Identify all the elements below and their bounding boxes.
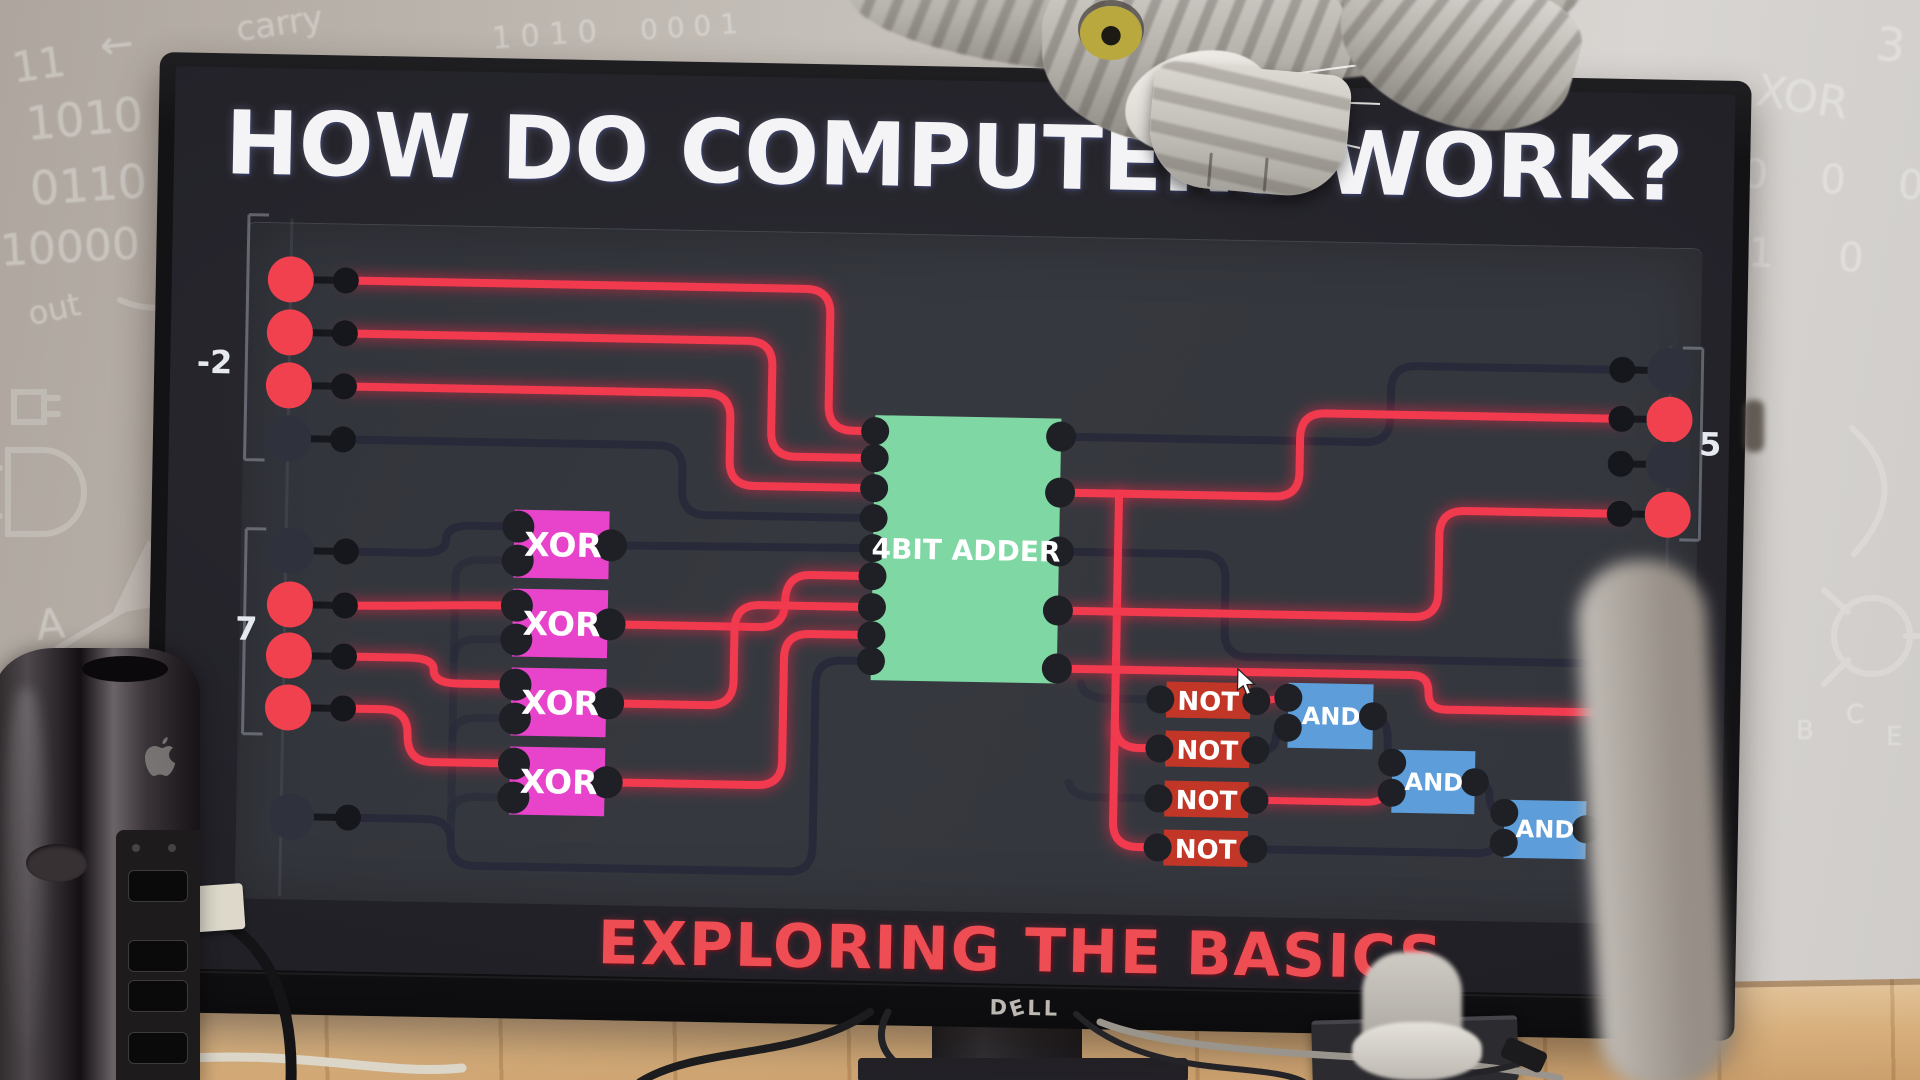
output-value: 5 xyxy=(1699,425,1722,463)
not-label: NOT xyxy=(1176,736,1238,767)
circuit-canvas[interactable]: -2 7 xyxy=(159,66,1735,996)
and-label: AND xyxy=(1301,702,1360,731)
and-gate-2[interactable] xyxy=(1391,749,1476,815)
mac-pro xyxy=(0,648,200,1080)
and-label: AND xyxy=(1515,815,1574,844)
output-node-off xyxy=(1647,347,1694,394)
input-node-on[interactable] xyxy=(267,256,314,303)
mode-input-node[interactable] xyxy=(268,793,315,840)
wall-smudge xyxy=(1744,400,1764,452)
wires-off xyxy=(338,362,1627,876)
mac-pro-vent xyxy=(82,656,168,682)
cat-front-paw xyxy=(1352,1022,1482,1080)
xor-label: XOR xyxy=(521,683,599,723)
adder-gate[interactable]: 4BIT ADDER xyxy=(856,415,1077,684)
input-node-on[interactable] xyxy=(266,309,313,356)
lock-slot xyxy=(26,844,88,882)
input-node-off[interactable] xyxy=(267,527,314,574)
wall-doodle: E xyxy=(1886,722,1903,752)
apple-logo-icon xyxy=(145,737,175,776)
monitor-stand-base xyxy=(858,1058,1188,1080)
output-node-on xyxy=(1646,396,1693,443)
cat-hind-leg-blurred xyxy=(1574,556,1732,1080)
not-gate-2[interactable] xyxy=(1165,730,1250,769)
input-node-on[interactable] xyxy=(265,684,312,731)
wires-on xyxy=(339,276,1626,852)
and-gates[interactable]: AND AND AND xyxy=(1271,682,1602,860)
xor-gate-2[interactable] xyxy=(511,588,609,659)
input-node-off[interactable] xyxy=(264,415,312,462)
xor-gate-4[interactable] xyxy=(509,746,606,817)
and-gate-3[interactable] xyxy=(1503,799,1587,860)
not-label: NOT xyxy=(1174,835,1236,866)
xor-label: XOR xyxy=(524,525,602,565)
not-label: NOT xyxy=(1175,786,1237,817)
monitor: HOW DO COMPUTERS WORK? xyxy=(142,52,1752,1042)
wall-doodle: B xyxy=(1796,716,1814,746)
not-gate-4[interactable] xyxy=(1163,829,1248,868)
mouse-cursor xyxy=(1236,667,1256,696)
input-a-value: -2 xyxy=(196,343,232,382)
adder-label: 4BIT ADDER xyxy=(871,532,1061,568)
output-group-sum xyxy=(1644,347,1694,538)
screen: HOW DO COMPUTERS WORK? xyxy=(159,66,1736,997)
output-node-off xyxy=(1645,441,1692,488)
input-node-on[interactable] xyxy=(265,632,313,679)
bit-group-brackets xyxy=(241,213,1705,736)
not-gates[interactable]: NOT NOT NOT NOT xyxy=(1143,681,1271,868)
and-label: AND xyxy=(1404,768,1463,797)
xor-gate-3[interactable] xyxy=(510,667,607,738)
input-group-b[interactable] xyxy=(265,527,315,731)
not-gate-3[interactable] xyxy=(1164,780,1249,819)
mac-pro-io-panel xyxy=(116,830,200,1080)
input-node-on[interactable] xyxy=(265,362,312,409)
and-gate-1[interactable] xyxy=(1287,682,1374,750)
input-group-a[interactable] xyxy=(264,256,315,462)
xor-label: XOR xyxy=(519,762,597,802)
output-node-on xyxy=(1644,491,1691,538)
xor-gate-1[interactable] xyxy=(513,509,610,580)
cat-eye xyxy=(1080,6,1142,60)
xor-label: XOR xyxy=(522,604,600,644)
input-node-on[interactable] xyxy=(266,581,313,628)
dell-logo: DELLDELL xyxy=(989,993,1061,1022)
not-gate-1[interactable] xyxy=(1165,681,1251,720)
wall-doodle: C xyxy=(1846,700,1865,730)
xor-gates[interactable]: XOR XOR XOR XOR xyxy=(497,509,628,817)
not-label: NOT xyxy=(1177,687,1239,718)
input-b-value: 7 xyxy=(235,609,258,647)
